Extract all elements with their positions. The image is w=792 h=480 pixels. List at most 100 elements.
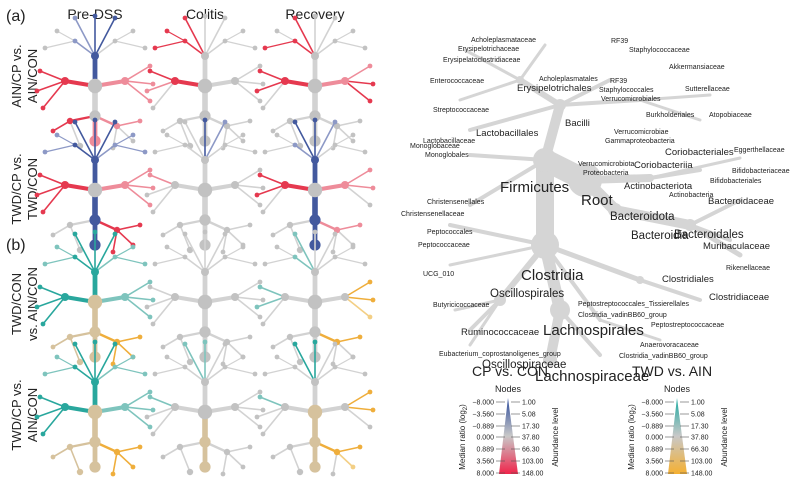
tree-node <box>260 321 266 327</box>
legend-title: CP vs. CON <box>472 363 548 379</box>
tree-edge <box>94 233 116 273</box>
tree-node <box>91 156 99 164</box>
tree-edge <box>184 40 206 57</box>
tree-edge <box>124 80 151 102</box>
taxon-label: Acholeplasmataceae <box>471 37 536 44</box>
legend-ratio-tick: −0.889 <box>641 424 663 431</box>
tree-node <box>147 394 153 400</box>
taxon-label: Burkholderiales <box>646 112 695 119</box>
tree-node <box>350 28 356 34</box>
tree-node <box>113 226 121 234</box>
tree-edge <box>314 256 336 273</box>
tree-node <box>550 300 570 320</box>
tree-node <box>152 261 158 267</box>
taxon-label: Clostridia_vadinBB60_group <box>578 312 667 319</box>
tree-edge <box>124 296 151 318</box>
tree-edge <box>179 336 191 363</box>
taxon-label: Lachnospiraceae <box>535 368 649 385</box>
tree-node <box>160 232 166 238</box>
tree-node <box>281 293 289 301</box>
tree-node <box>199 436 211 448</box>
tree-node <box>312 13 318 19</box>
tree-node <box>247 222 253 228</box>
tree-edge <box>272 120 291 132</box>
tree-node <box>171 403 179 411</box>
taxon-label: Bacteroidaceae <box>708 196 774 207</box>
tree-node <box>684 219 696 231</box>
taxon-label: Lactobacillales <box>476 128 539 139</box>
tree-edge <box>74 121 96 161</box>
legend-abundance-axis-label: Abundance level <box>551 407 560 466</box>
tree-node <box>270 454 276 460</box>
tree-edge <box>334 256 366 265</box>
tree-node <box>160 344 166 350</box>
tree-node <box>311 156 319 164</box>
tree-edge <box>558 308 602 357</box>
tree-edge <box>44 256 76 265</box>
tree-node <box>182 38 188 44</box>
tree-edge <box>56 134 76 146</box>
taxon-label: Butyricicoccaceae <box>433 302 490 309</box>
tree-edge <box>184 256 206 273</box>
tree-node <box>182 15 188 21</box>
tree-edge <box>344 296 374 301</box>
tree-edge <box>116 229 134 246</box>
tree-node <box>292 364 298 370</box>
taxon-label: Actinobacteria <box>669 192 713 199</box>
tree-edge <box>224 40 256 49</box>
ratio-axis-close: ) <box>627 404 636 407</box>
tree-node <box>164 244 170 250</box>
tree-node <box>357 334 363 340</box>
tree-edge <box>69 336 81 363</box>
tree-edge <box>334 356 354 368</box>
taxon-label: Coriobacteriia <box>634 160 693 171</box>
tree-node <box>201 156 209 164</box>
tree-node <box>357 222 363 228</box>
tree-edge <box>124 391 151 408</box>
tree-edge <box>149 70 176 82</box>
tree-edge <box>116 336 141 343</box>
tree-edge <box>114 30 134 42</box>
tree-node <box>130 138 136 144</box>
tree-node <box>147 172 153 178</box>
taxon-label: Acholeplasmatales <box>539 76 598 83</box>
tree-node <box>332 254 338 260</box>
tree-edge <box>688 198 742 227</box>
tree-node <box>240 354 246 360</box>
tree-node <box>142 371 148 377</box>
taxon-label: UCG_010 <box>423 271 454 278</box>
tree-edge <box>344 184 371 206</box>
tree-edge <box>294 256 316 273</box>
tree-node <box>367 314 373 320</box>
tree-node <box>199 214 211 226</box>
tree-node <box>150 431 156 437</box>
tree-node <box>222 364 228 370</box>
ratio-axis-subscript: 2 <box>632 406 638 410</box>
tree-node <box>89 326 101 338</box>
tree-node <box>292 341 298 347</box>
tree-node <box>332 341 338 347</box>
taxon-label: Sutterellaceae <box>685 86 730 93</box>
row-label-4: TWD/CP vs. AIN/CON <box>9 379 40 450</box>
tree-edge <box>116 341 134 358</box>
tree-edge <box>294 233 316 273</box>
tree-edge <box>184 366 206 383</box>
legend-ratio-tick: 0.889 <box>645 447 663 454</box>
tree-node <box>171 77 179 85</box>
tree-node <box>260 105 266 111</box>
tree-node <box>357 118 363 124</box>
tree-edge <box>276 30 296 42</box>
tree-node <box>66 221 74 229</box>
tree-node <box>61 77 69 85</box>
tree-node <box>130 464 136 470</box>
legend-ratio-tick: 0.000 <box>476 435 494 442</box>
tree-node <box>330 249 336 255</box>
tree-node <box>270 128 276 134</box>
tree-edge <box>334 144 366 153</box>
tree-edge <box>36 296 66 308</box>
tree-node <box>137 118 143 124</box>
tree-edge <box>152 406 176 435</box>
tree-node <box>199 110 211 122</box>
tree-edge <box>114 134 134 146</box>
row-label-1: AIN/CP vs. AIN/CON <box>9 44 40 107</box>
